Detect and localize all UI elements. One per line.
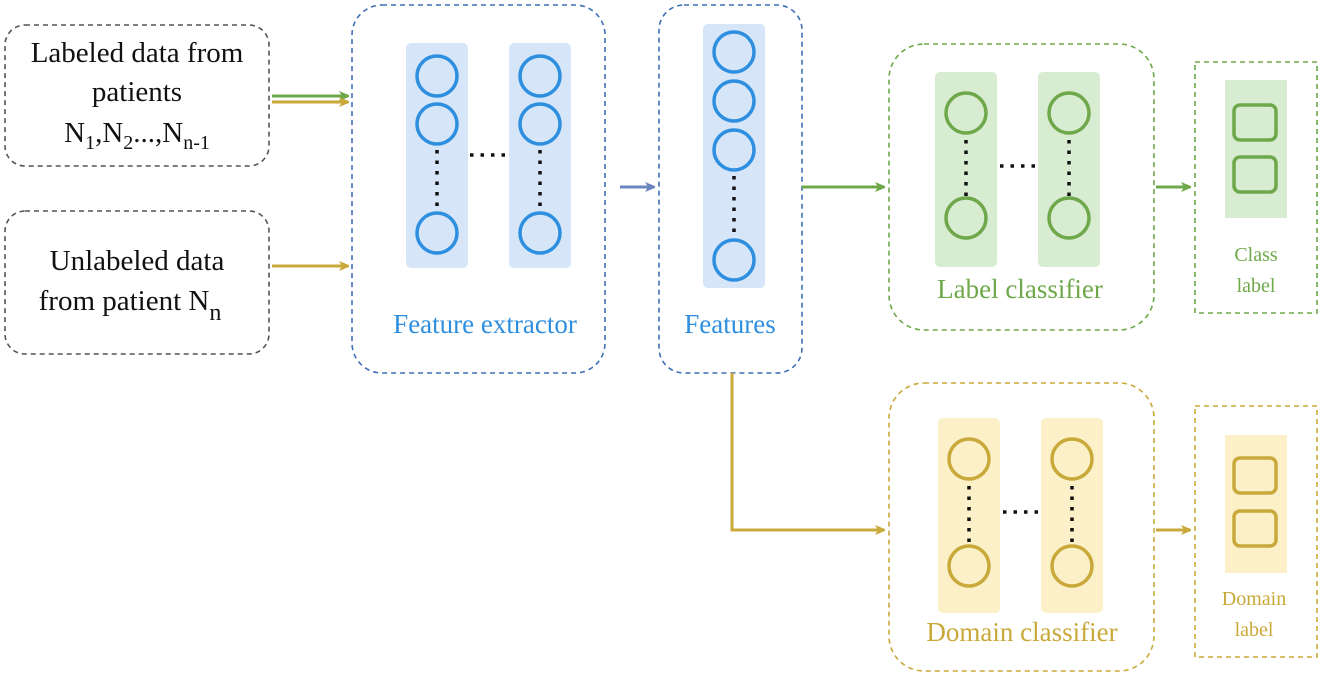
domain-classifier-node — [1050, 437, 1094, 481]
extractor-node — [415, 102, 459, 146]
features-label: Features — [684, 309, 775, 339]
domain-output-unit-2 — [1232, 509, 1278, 548]
label-classifier-node — [1047, 196, 1091, 240]
class-output-unit-2 — [1232, 155, 1278, 194]
feature-extractor-label: Feature extractor — [393, 309, 577, 339]
extractor-node — [518, 211, 562, 255]
extractor-node — [415, 211, 459, 255]
feature-extractor-block: Feature extractor — [351, 4, 606, 374]
domain-classifier-node — [947, 544, 991, 588]
feature-node — [712, 128, 756, 172]
label-classifier-node — [944, 196, 988, 240]
features-block: Features — [658, 4, 803, 374]
feature-node — [712, 79, 756, 123]
domain-classifier-label: Domain classifier — [926, 617, 1117, 647]
labeled-input-arrows — [272, 96, 348, 102]
labeled-data-box: Labeled data from patients N1,N2...,Nn-1 — [4, 24, 270, 167]
labeled-data-line1: Labeled data from — [31, 37, 244, 69]
feature-node — [712, 30, 756, 74]
label-classifier-node — [1047, 91, 1091, 135]
domain-classifier-node — [1050, 544, 1094, 588]
class-label-block: Class label — [1194, 61, 1318, 314]
labeled-data-line2: patients — [92, 76, 182, 108]
domain-output-unit-1 — [1232, 456, 1278, 495]
unlabeled-data-line1: Unlabeled data — [50, 245, 225, 277]
feature-node — [712, 238, 756, 282]
label-classifier-node — [944, 91, 988, 135]
class-label-line2: label — [1237, 275, 1276, 297]
class-output-unit-1 — [1232, 103, 1278, 142]
domain-classifier-node — [947, 437, 991, 481]
extractor-node — [518, 54, 562, 98]
unlabeled-data-line2: from patient Nn — [39, 285, 222, 326]
class-label-line1: Class — [1234, 244, 1278, 266]
domain-label-line1: Domain — [1222, 588, 1286, 610]
features-to-domain-classifier-arrow — [730, 373, 884, 530]
label-classifier-block: Label classifier — [888, 43, 1155, 331]
extractor-node — [518, 102, 562, 146]
label-classifier-label: Label classifier — [937, 274, 1103, 304]
domain-classifier-block: Domain classifier — [888, 382, 1155, 672]
unlabeled-data-box: Unlabeled data from patient Nn — [4, 210, 270, 355]
domain-label-line2: label — [1235, 619, 1274, 641]
labeled-data-line3: N1,N2...,Nn-1 — [64, 117, 210, 154]
domain-label-block: Domain label — [1194, 405, 1318, 658]
extractor-node — [415, 54, 459, 98]
